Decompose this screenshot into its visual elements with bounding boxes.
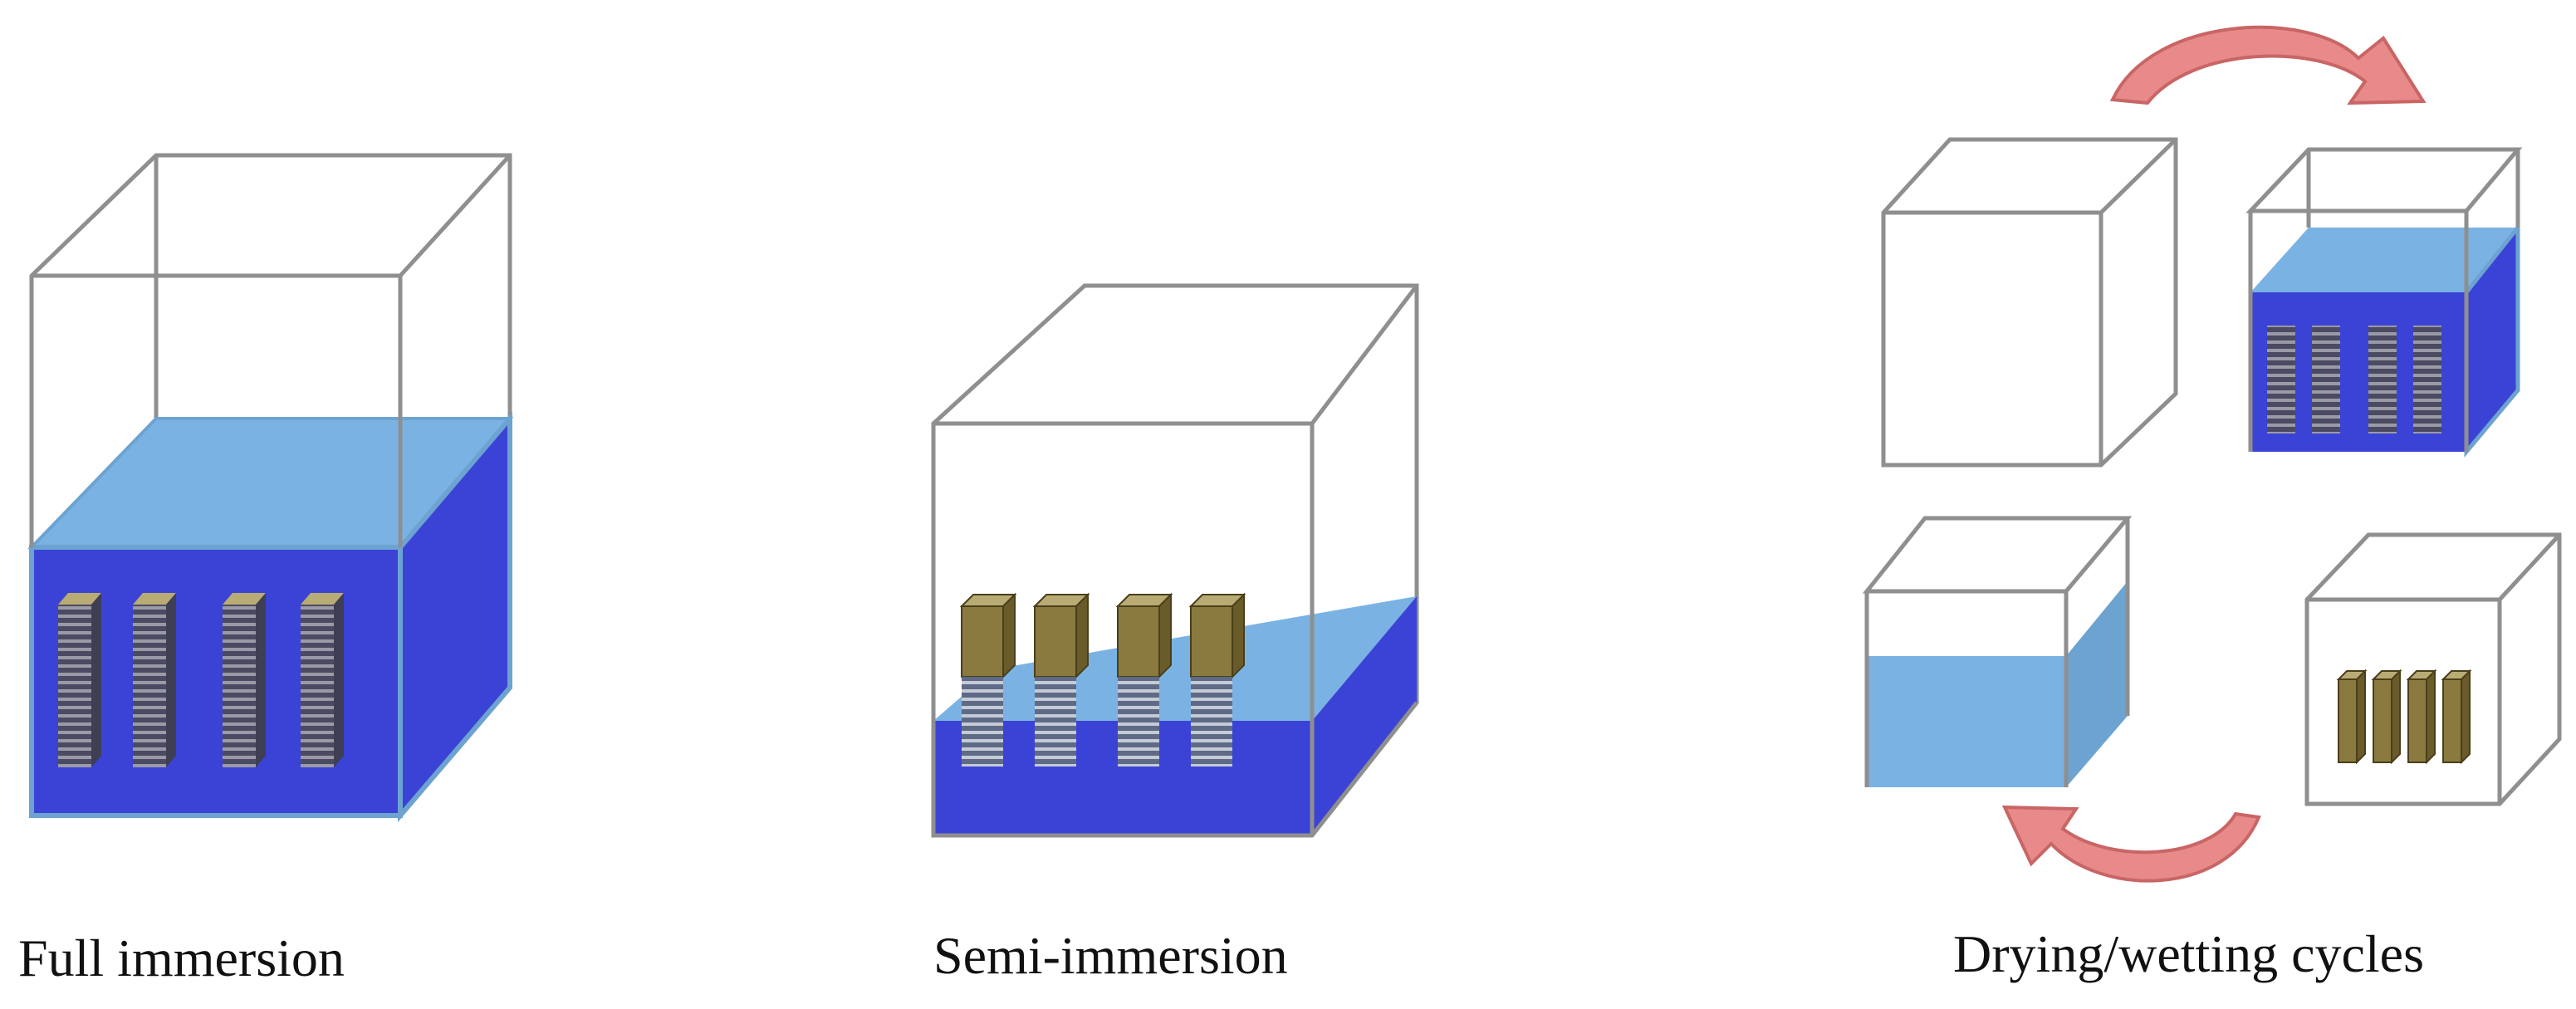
cycle-arrow-bottom	[2001, 805, 2261, 883]
semi-immersion-label: Semi-immersion	[933, 926, 1288, 985]
drying-wetting-label: Drying/wetting cycles	[1953, 924, 2424, 983]
cycle-arrow-top	[2110, 25, 2427, 105]
full-immersion-specimen-3	[223, 593, 266, 767]
cycle-cube-water	[1862, 516, 2133, 787]
semi-immersion-specimen-4	[1188, 592, 1246, 767]
full-immersion-water	[27, 411, 514, 823]
semi-immersion-specimen-1	[959, 592, 1017, 767]
full-immersion-specimen-4	[301, 593, 344, 767]
semi-immersion-specimen-3	[1115, 592, 1173, 767]
semi-immersion-group: Semi-immersion	[931, 283, 1419, 985]
cycle-cube-wet	[2245, 147, 2523, 458]
drying-wetting-group: Drying/wetting cycles	[1862, 25, 2562, 983]
cycle-cube-wet-specimens	[2267, 326, 2441, 433]
cycle-cube-specimens	[2304, 532, 2562, 806]
full-immersion-label: Full immersion	[18, 928, 345, 987]
semi-immersion-specimen-2	[1032, 592, 1090, 767]
full-immersion-specimen-1	[58, 593, 101, 767]
full-immersion-specimen-2	[133, 593, 176, 767]
cycle-cube-empty	[1881, 137, 2178, 468]
cycle-dry-specimens	[2336, 669, 2472, 765]
full-immersion-group: Full immersion	[18, 153, 514, 987]
